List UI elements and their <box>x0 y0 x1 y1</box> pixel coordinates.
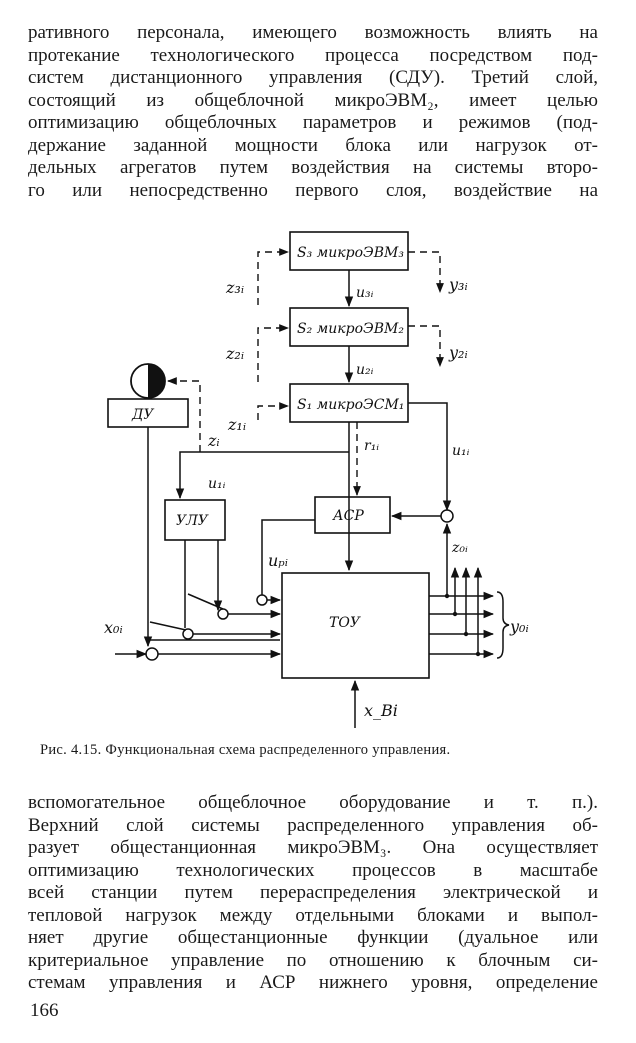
text-line: дельных агрегатов путем воздействия на с… <box>28 157 598 178</box>
label-up: uₚᵢ <box>268 551 288 570</box>
text-line: оптимизацию технологических процессов в … <box>28 859 598 881</box>
block-s1-label: S₁ микроЭСМ₁ <box>297 397 404 413</box>
figure-caption: Рис. 4.15. Функциональная схема распреде… <box>40 742 451 758</box>
label-u1-right: u₁ᵢ <box>452 443 470 459</box>
block-asr-label: АСР <box>332 508 364 524</box>
block-du-label: ДУ <box>131 407 154 423</box>
label-y2: y₂ᵢ <box>448 343 468 362</box>
block-ulu <box>164 499 226 541</box>
block-s2-label: S₂ микроЭВМ₂ <box>297 321 404 337</box>
text-line: няет другие общестанционные функции (дуа… <box>28 927 598 948</box>
label-x0: x₀ᵢ <box>104 618 123 637</box>
paragraph-top: ративного персонала, имеющего возможност… <box>28 22 598 202</box>
text-line: систем дистанционного управления (СДУ). … <box>28 67 598 88</box>
text-line: держание заданной мощности блока или наг… <box>28 134 598 156</box>
text-line: разует общестанционная микроЭВМ₃. Она ос… <box>28 837 598 858</box>
block-ulu-label: УЛУ <box>176 513 209 529</box>
label-z3: z₃ᵢ <box>225 278 244 297</box>
label-z0: z₀ᵢ <box>451 540 468 556</box>
label-u3: u₃ᵢ <box>356 285 374 301</box>
label-z1: z₁ᵢ <box>227 415 246 434</box>
text-line: ративного персонала, имеющего возможност… <box>28 22 598 43</box>
text-line: протекание технологического процесса пос… <box>28 44 598 66</box>
block-tou <box>281 572 430 679</box>
label-y0: y₀ᵢ <box>509 617 529 636</box>
label-y3: y₃ᵢ <box>448 275 468 294</box>
label-zi: zᵢ <box>207 431 220 450</box>
page-number: 166 <box>30 1000 59 1021</box>
text-line: стемам управления и АСР нижнего уровня, … <box>28 972 598 993</box>
label-u1-left: u₁ᵢ <box>208 476 226 492</box>
text-line: состоящий из общеблочной микроЭВМ₂, имее… <box>28 89 598 111</box>
indicator-lamp-fill <box>148 364 165 398</box>
label-r1: r₁ᵢ <box>364 438 379 454</box>
block-asr <box>314 496 391 534</box>
text-line: тепловой нагрузок между отдельными блока… <box>28 904 598 926</box>
block-s3-label: S₃ микроЭВМ₃ <box>297 245 404 261</box>
text-line: го или непосредственно первого слоя, воз… <box>28 179 598 201</box>
text-line: критериальное управление по отношению к … <box>28 949 598 971</box>
label-u2: u₂ᵢ <box>356 362 374 378</box>
paragraph-bottom: вспомогательное общеблочное оборудование… <box>28 792 598 995</box>
label-z2: z₂ᵢ <box>225 344 244 363</box>
label-xb: x_Bi <box>364 701 398 720</box>
text-line: вспомогательное общеблочное оборудование… <box>28 792 598 813</box>
block-tou-label: ТОУ <box>329 615 361 631</box>
text-line: всей станции путем перераспределения эле… <box>28 882 598 903</box>
text-line: Верхний слой системы распределенного упр… <box>28 814 598 836</box>
text-line: оптимизацию общеблочных параметров и реж… <box>28 112 598 133</box>
